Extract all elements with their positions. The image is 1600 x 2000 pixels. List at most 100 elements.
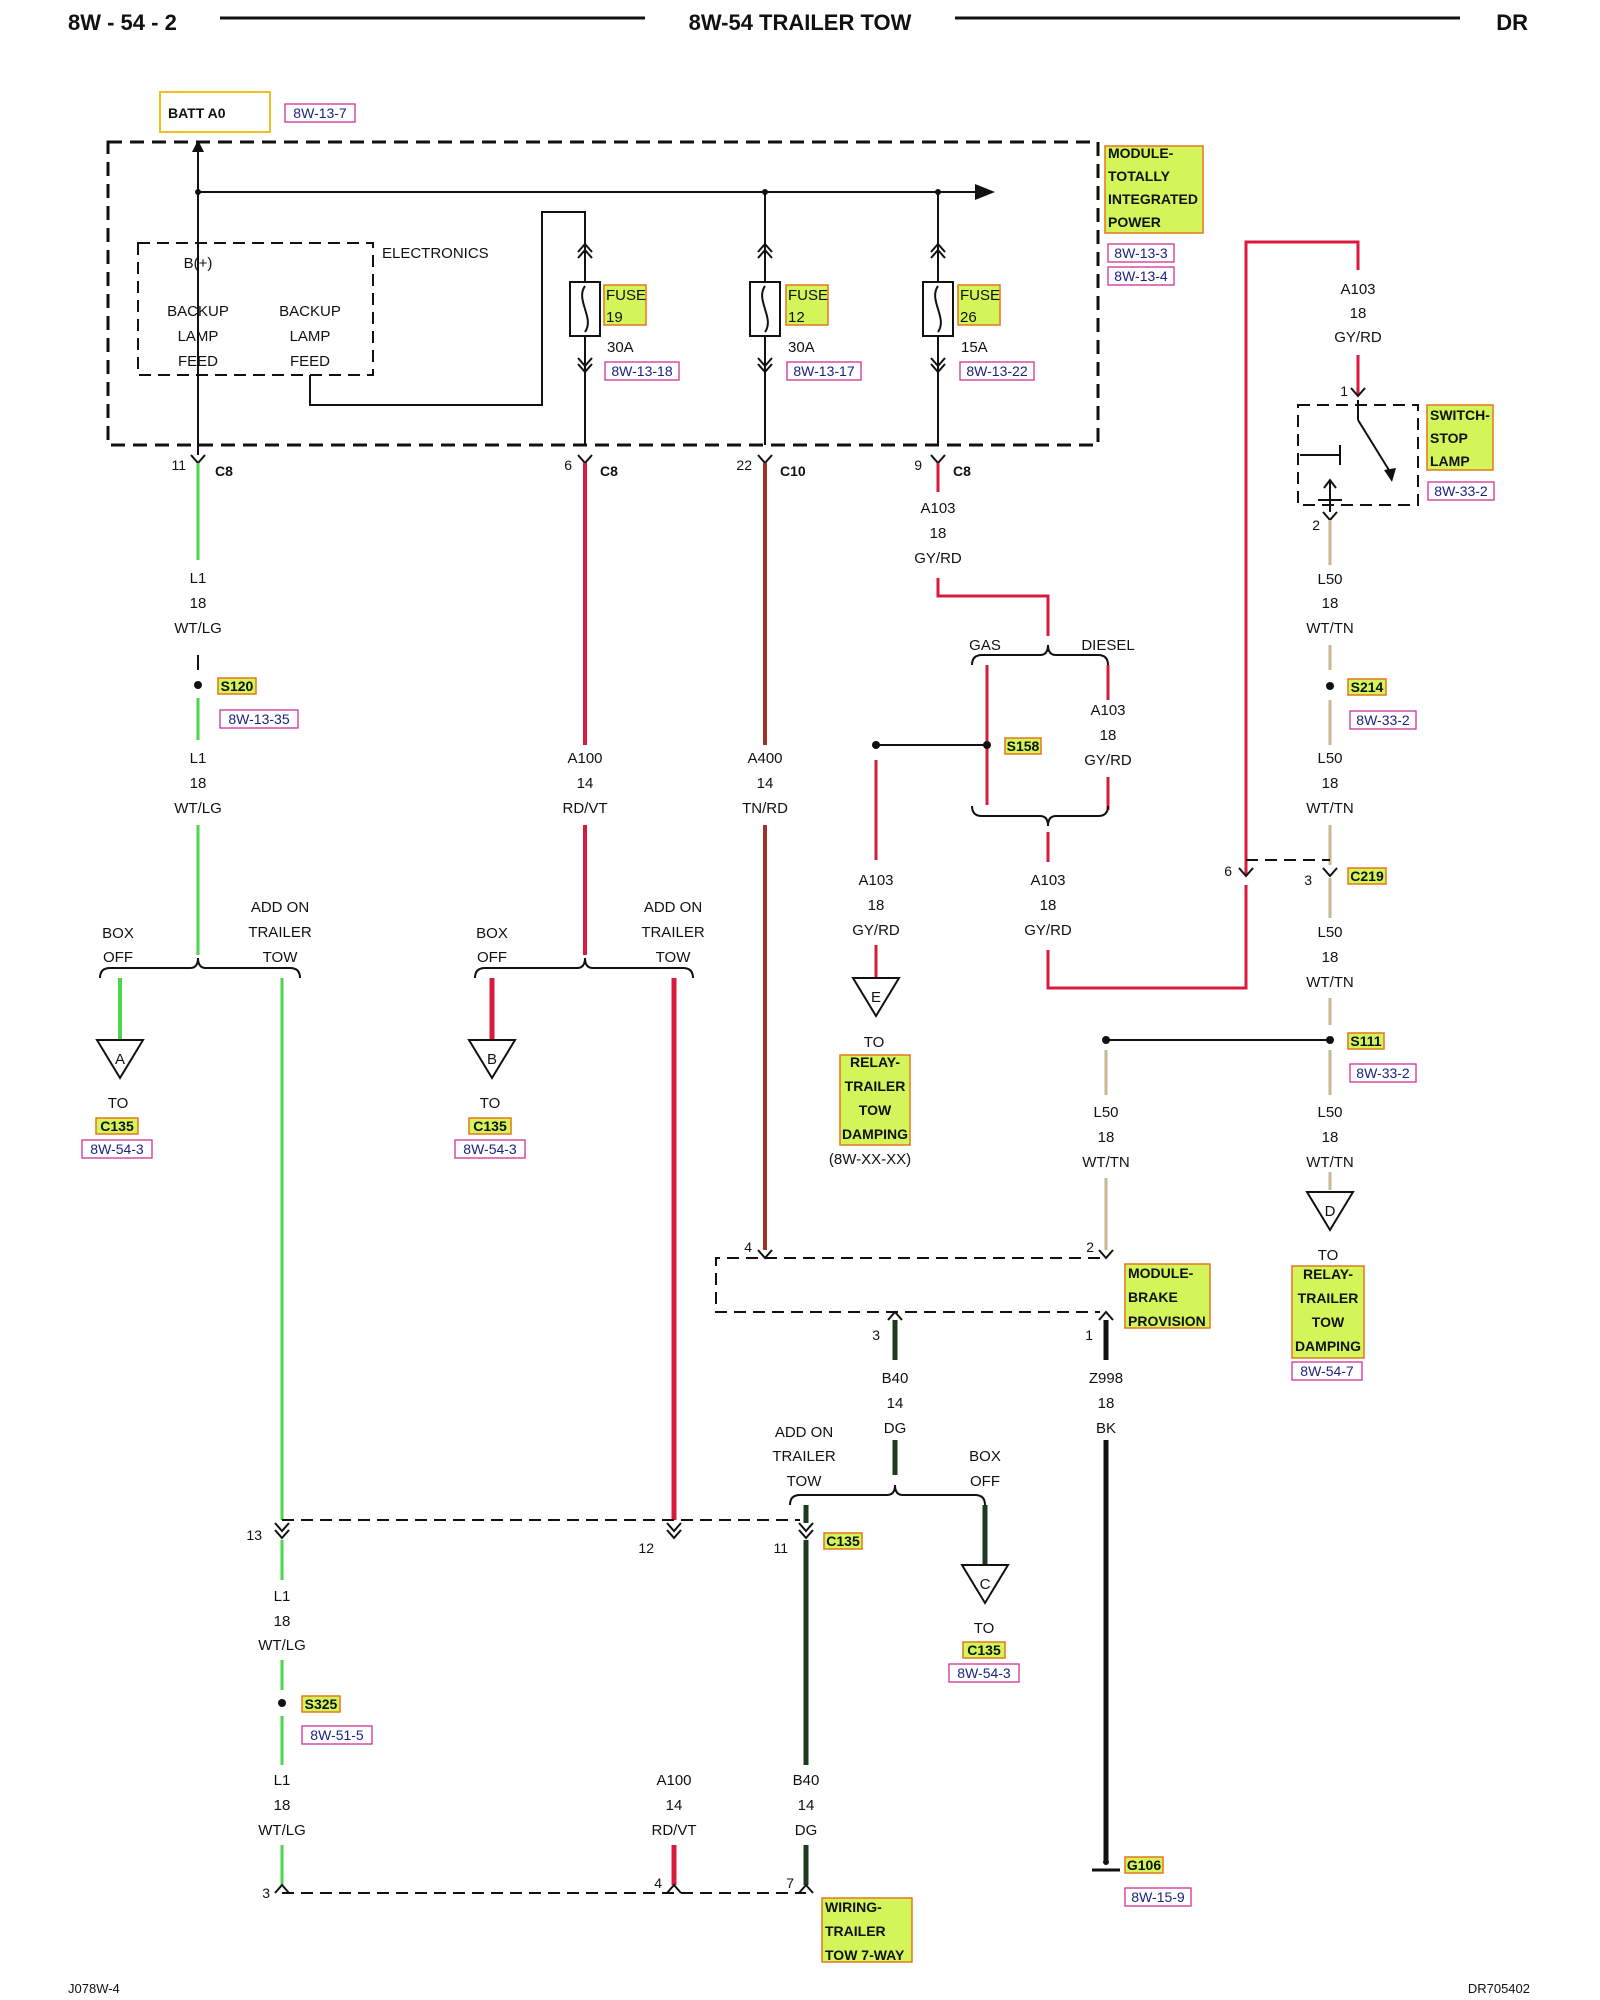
svg-text:B40: B40 [882,1370,909,1387]
svg-text:E: E [871,989,881,1006]
svg-text:8W-33-2[interactable]: 8W-33-2 [1356,1065,1410,1081]
offpage-connector-c[interactable]: C TO C135 8W-54-3 [948,1564,1020,1683]
svg-text:8W-13-4[interactable]: 8W-13-4 [1114,268,1168,284]
svg-text:WT/LG: WT/LG [258,1822,306,1839]
footer-left-code: J078W-4 [68,1981,120,1996]
fuse-19: FUSE 19 30A 8W-13-18 [569,235,680,445]
circuit-l50: L50 18 WT/TN S214 8W-33-2 L50 18 WT/TN 6… [1082,520,1417,1250]
svg-text:18: 18 [274,1797,291,1814]
svg-text:SWITCH-: SWITCH- [1430,407,1490,423]
svg-text:L50: L50 [1317,1104,1342,1121]
svg-text:TO: TO [864,1034,885,1051]
svg-text:WT/TN: WT/TN [1306,800,1353,817]
svg-text:LAMP: LAMP [290,328,331,345]
circuit-l1: S120 8W-13-35 L1 18 WT/LG L1 18 WT/LG BO… [99,445,312,1520]
offpage-connector-d[interactable]: D TO RELAY- TRAILER TOW DAMPING 8W-54-7 [1291,1191,1365,1381]
svg-text:STOP: STOP [1430,430,1468,446]
footer-right-code: DR705402 [1468,1981,1530,1996]
svg-text:A: A [115,1051,125,1068]
svg-text:BOX: BOX [969,1448,1001,1465]
svg-text:L1: L1 [274,1588,291,1605]
circuit-a103: A103 18 GY/RD GAS DIESEL A103 18 GY/RD A… [852,240,1382,990]
offpage-connector-e[interactable]: E TO RELAY- TRAILER TOW DAMPING (8W-XX-X… [829,977,911,1168]
splice-s158-label: S158 [1007,738,1040,754]
svg-text:8W-33-2[interactable]: 8W-33-2 [1356,712,1410,728]
svg-text:14: 14 [577,775,594,792]
svg-text:GY/RD: GY/RD [1334,329,1382,346]
svg-text:TRAILER: TRAILER [772,1448,836,1465]
svg-text:13: 13 [246,1527,262,1543]
circuit-z998: Z998 18 BK G106 8W-15-9 [1089,1320,1192,1907]
page-number: 8W - 54 - 2 [68,10,177,35]
svg-text:ADD ON: ADD ON [251,899,309,916]
svg-text:8W-33-2[interactable]: 8W-33-2 [1434,483,1488,499]
offpage-connector-a[interactable]: A TO C135 8W-54-3 [81,1039,153,1159]
svg-text:18: 18 [274,1613,291,1630]
batt-ref[interactable]: 8W-13-7 [293,105,347,121]
svg-text:OFF: OFF [103,949,133,966]
svg-text:WT/TN: WT/TN [1306,1154,1353,1171]
circuit-a400: A400 14 TN/RD [742,463,788,1250]
svg-text:8W-54-7[interactable]: 8W-54-7 [1300,1363,1354,1379]
svg-text:8W-13-3[interactable]: 8W-13-3 [1114,245,1168,261]
batt-label: BATT A0 [168,105,226,121]
svg-text:14: 14 [798,1797,815,1814]
svg-text:8W-13-18[interactable]: 8W-13-18 [611,363,672,379]
svg-text:TO: TO [108,1095,129,1112]
fuse-26: FUSE 26 15A 8W-13-22 [922,192,1035,445]
svg-text:18: 18 [190,775,207,792]
svg-text:RELAY-: RELAY- [850,1054,900,1070]
svg-text:1: 1 [1085,1327,1093,1343]
svg-text:WIRING-: WIRING- [825,1899,882,1915]
svg-text:TRAILER: TRAILER [248,924,312,941]
svg-text:18: 18 [1322,1129,1339,1146]
svg-text:8W-54-3[interactable]: 8W-54-3 [957,1665,1011,1681]
svg-text:8W-13-22[interactable]: 8W-13-22 [966,363,1027,379]
svg-text:8W-51-5[interactable]: 8W-51-5 [310,1727,364,1743]
circuit-l1-lower: L1 18 WT/LG S325 8W-51-5 L1 18 WT/LG [258,1540,373,1885]
svg-text:LAMP: LAMP [178,328,219,345]
svg-text:8W-54-3[interactable]: 8W-54-3 [90,1141,144,1157]
svg-text:L50: L50 [1317,571,1342,588]
svg-text:8W-54-3[interactable]: 8W-54-3 [463,1141,517,1157]
svg-text:30A: 30A [607,339,634,356]
svg-text:9: 9 [914,457,922,473]
svg-text:22: 22 [736,457,752,473]
svg-text:TO: TO [1318,1247,1339,1264]
svg-text:11: 11 [773,1540,788,1556]
svg-text:WT/TN: WT/TN [1306,620,1353,637]
svg-text:BACKUP: BACKUP [167,303,229,320]
svg-text:FUSE: FUSE [606,287,646,304]
circuit-a100: A100 14 RD/VT BOX OFF ADD ON TRAILER TOW [474,463,705,1520]
svg-text:A100: A100 [567,750,602,767]
svg-text:C8: C8 [953,463,971,479]
svg-text:RD/VT: RD/VT [563,800,608,817]
svg-text:RD/VT: RD/VT [652,1822,697,1839]
svg-text:TOW 7-WAY: TOW 7-WAY [825,1947,905,1963]
svg-text:TOW: TOW [1312,1314,1345,1330]
splice-s214-label: S214 [1351,679,1384,695]
svg-text:GY/RD: GY/RD [914,550,962,567]
svg-text:PROVISION: PROVISION [1128,1313,1206,1329]
svg-text:8W-15-9[interactable]: 8W-15-9 [1131,1889,1185,1905]
svg-text:BOX: BOX [476,925,508,942]
svg-text:DG: DG [795,1822,818,1839]
svg-text:14: 14 [757,775,774,792]
svg-text:TOW: TOW [787,1473,823,1490]
splice-s111-label: S111 [1350,1033,1381,1049]
svg-text:19: 19 [606,309,623,326]
svg-text:WT/TN: WT/TN [1082,1154,1129,1171]
svg-text:8W-13-17[interactable]: 8W-13-17 [793,363,854,379]
svg-text:Z998: Z998 [1089,1370,1123,1387]
svg-text:A103: A103 [1340,281,1375,298]
svg-text:18: 18 [1350,305,1367,322]
connector-c8-11: 11 C8 [171,454,233,479]
svg-text:FUSE: FUSE [960,287,1000,304]
svg-text:18: 18 [1098,1395,1115,1412]
svg-text:8W-13-35[interactable]: 8W-13-35 [228,711,289,727]
svg-text:A103: A103 [1030,872,1065,889]
offpage-connector-b[interactable]: B TO C135 8W-54-3 [454,1039,526,1159]
svg-text:TRAILER: TRAILER [845,1078,906,1094]
svg-text:TOTALLY: TOTALLY [1108,168,1171,184]
